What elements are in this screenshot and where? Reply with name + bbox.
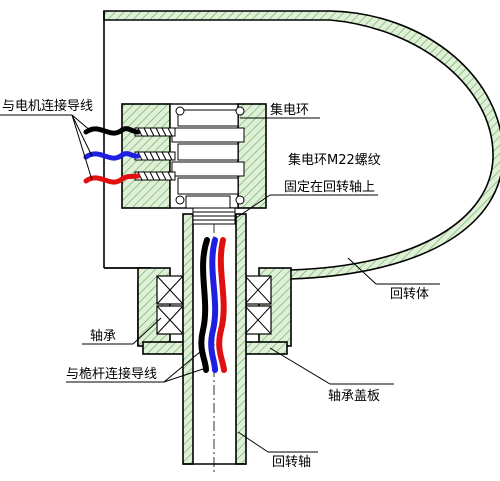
motor-wires (83, 126, 141, 185)
label-bearing-cover: 轴承盖板 (328, 389, 380, 404)
bearing-cover-plates (142, 341, 288, 355)
leader-lines (0, 114, 440, 453)
labels: 与电机连接导线 集电环 集电环M22螺纹 固定在回转轴上 回转体 轴承 与桅杆连… (2, 98, 429, 470)
wire-black-v (198, 237, 210, 373)
label-rotating-shaft: 回转轴 (272, 455, 311, 470)
label-bearing: 轴承 (90, 329, 116, 344)
wire-black-top (83, 126, 141, 136)
label-rotating-body: 回转体 (390, 287, 429, 302)
bearing-left (156, 275, 184, 335)
mast-wires (198, 237, 227, 373)
label-slip-ring-thread: 集电环M22螺纹 (288, 152, 381, 168)
label-motor-wires: 与电机连接导线 (2, 98, 93, 114)
wire-blue-v (208, 237, 219, 373)
wire-blue-top (83, 151, 141, 161)
label-slip-ring: 集电环 (270, 102, 309, 118)
wire-red-v (216, 237, 227, 373)
slip-ring-wire-sheaths (134, 127, 176, 181)
wire-red-top (83, 173, 141, 185)
label-fixed-on-shaft: 固定在回转轴上 (284, 180, 375, 195)
label-mast-wires: 与桅杆连接导线 (66, 366, 157, 382)
slip-ring-body (171, 106, 245, 225)
